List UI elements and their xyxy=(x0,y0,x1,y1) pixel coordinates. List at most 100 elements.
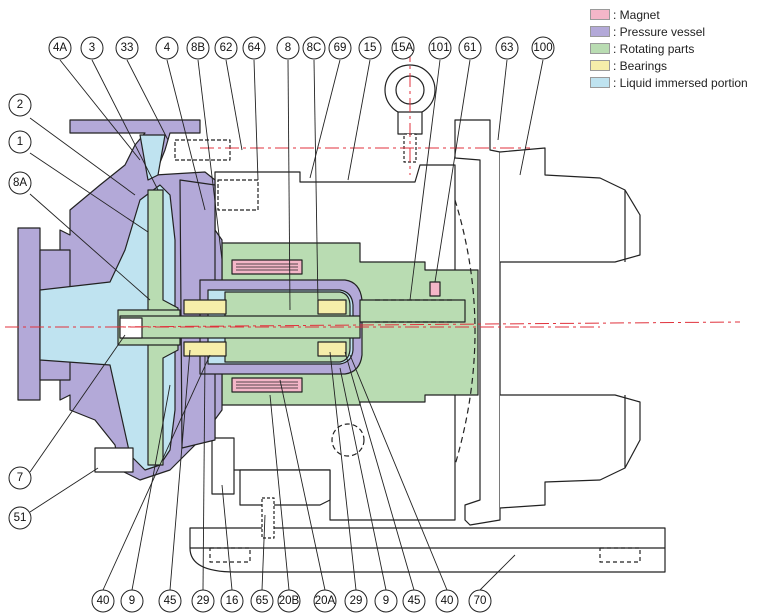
part-label: 20B xyxy=(279,595,300,607)
rear-bearing-top xyxy=(317,299,347,315)
part-bubble xyxy=(8,130,32,154)
legend-swatch-rotating-parts xyxy=(590,43,610,54)
leader-line xyxy=(166,59,206,211)
part-label: 45 xyxy=(408,595,421,607)
motor-housing-top xyxy=(499,147,641,263)
part-bubble xyxy=(48,36,72,60)
part-bubble xyxy=(358,36,382,60)
drain-plug xyxy=(94,447,134,473)
part-bubble xyxy=(276,36,300,60)
part-label: 101 xyxy=(430,42,449,54)
part-bubble xyxy=(80,36,104,60)
legend-swatch-pressure-vessel xyxy=(590,26,610,37)
leader-line xyxy=(344,351,415,591)
pump-drawing xyxy=(17,64,666,573)
motor-key-insert xyxy=(429,281,441,297)
legend-label: : Bearings xyxy=(613,59,668,73)
part-bubble xyxy=(242,36,266,60)
part-bubble xyxy=(458,36,482,60)
leader-line xyxy=(169,349,191,591)
leader-line xyxy=(279,379,326,591)
rear-cover-bolt xyxy=(217,179,259,211)
leader-line xyxy=(339,367,387,591)
part-label: 51 xyxy=(14,512,27,524)
part-bubble xyxy=(313,589,337,613)
magnet-stripes-top xyxy=(236,263,298,271)
part-bubble xyxy=(328,36,352,60)
part-label: 40 xyxy=(441,595,454,607)
leader-line xyxy=(131,384,171,591)
impeller-nut xyxy=(119,317,143,339)
center-lines xyxy=(5,48,741,328)
part-label: 64 xyxy=(248,42,261,54)
leader-line xyxy=(91,59,159,191)
leader-line xyxy=(269,394,290,591)
part-label: 63 xyxy=(501,42,514,54)
base-bolt-hole xyxy=(599,547,641,563)
leader-line xyxy=(349,354,448,591)
part-bubble xyxy=(220,589,244,613)
part-label: 16 xyxy=(226,595,239,607)
leader-lines xyxy=(29,59,544,591)
leader-line xyxy=(202,355,206,591)
leader-line xyxy=(329,351,357,591)
base-bolt-hole xyxy=(209,547,251,563)
part-label: 61 xyxy=(464,42,477,54)
part-label: 40 xyxy=(97,595,110,607)
part-bubble xyxy=(277,589,301,613)
motor-housing-bottom xyxy=(499,394,641,509)
part-bubble xyxy=(8,466,32,490)
leader-line xyxy=(221,484,233,591)
leader-line xyxy=(309,59,341,179)
part-bubble xyxy=(8,171,32,195)
leader-line xyxy=(197,59,223,261)
leader-line xyxy=(126,59,169,141)
part-bubble xyxy=(186,36,210,60)
part-label: 4A xyxy=(53,42,67,54)
leader-line xyxy=(29,193,151,301)
part-label: 20A xyxy=(315,595,336,607)
leader-line xyxy=(409,59,441,301)
leader-line xyxy=(29,152,149,233)
leader-line xyxy=(253,59,259,181)
part-bubble xyxy=(91,589,115,613)
part-bubble xyxy=(428,36,452,60)
magnet-stripes-bottom xyxy=(236,381,298,389)
leader-line xyxy=(347,59,371,181)
legend-swatch-magnet xyxy=(590,9,610,20)
part-bubble xyxy=(115,36,139,60)
leader-line xyxy=(29,117,136,196)
part-label: 9 xyxy=(129,595,135,607)
part-label: 69 xyxy=(334,42,347,54)
part-label: 1 xyxy=(17,136,23,148)
part-label: 7 xyxy=(17,472,23,484)
part-bubble xyxy=(214,36,238,60)
part-label: 100 xyxy=(533,42,552,54)
part-label: 2 xyxy=(17,99,23,111)
part-bubble xyxy=(391,36,415,60)
part-bubble xyxy=(402,589,426,613)
leader-line xyxy=(479,554,516,591)
part-bubble xyxy=(191,589,215,613)
part-bubble xyxy=(120,589,144,613)
shaft-key xyxy=(375,299,455,323)
legend-item-bearings: : Bearings xyxy=(590,59,755,73)
legend-label: : Liquid immersed portion xyxy=(613,76,748,90)
motor-bracket xyxy=(454,119,501,526)
leader-line xyxy=(225,59,243,151)
part-label: 9 xyxy=(383,595,389,607)
casing-bolt xyxy=(174,139,231,161)
leader-line xyxy=(261,514,266,591)
part-bubble xyxy=(468,589,492,613)
part-label: 8A xyxy=(13,177,27,189)
leader-line xyxy=(29,334,126,473)
part-labels xyxy=(8,36,555,613)
part-bubble xyxy=(155,36,179,60)
foot-bolt xyxy=(261,497,275,539)
leader-line xyxy=(102,354,211,591)
legend-item-liquid-immersed: : Liquid immersed portion xyxy=(590,76,755,90)
rear-bearing-bottom xyxy=(317,341,347,357)
base-plate xyxy=(189,527,666,573)
part-bubble xyxy=(8,93,32,117)
